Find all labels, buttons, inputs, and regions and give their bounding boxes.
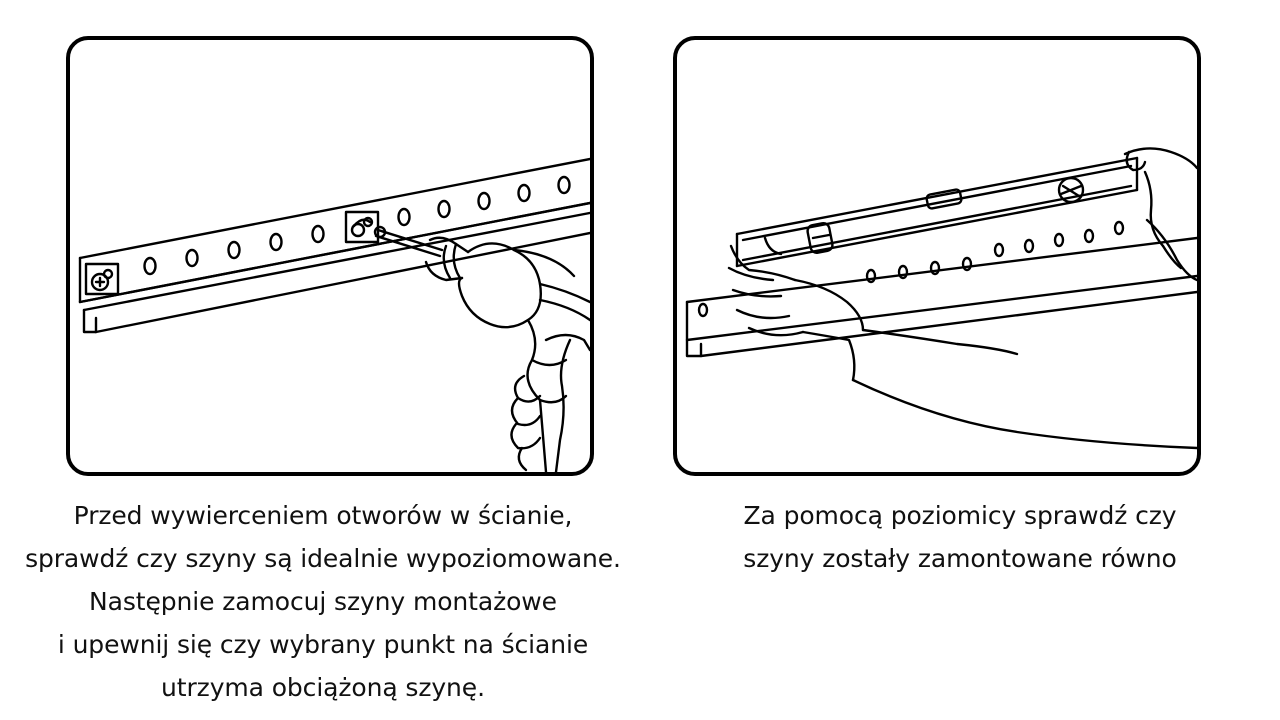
- caption-line: utrzyma obciążoną szynę.: [161, 673, 485, 702]
- caption-line: i upewnij się czy wybrany punkt na ścian…: [57, 630, 589, 659]
- mounting-rail: [78, 157, 590, 334]
- screw-slot-left: [84, 262, 120, 296]
- right-hand: [1123, 147, 1197, 282]
- rail-holes: [143, 175, 571, 276]
- caption-line: szyny zostały zamontowane równo: [743, 544, 1177, 573]
- caption-drilling-instructions: Przed wywierceniem otworów w ścianie, sp…: [0, 494, 646, 709]
- drill-bit: [373, 225, 444, 258]
- drill-icon: [78, 157, 590, 472]
- caption-line: Następnie zamocuj szyny montażowe: [89, 587, 557, 616]
- level-vial-left: [806, 221, 834, 255]
- level-vial-right: [1057, 176, 1085, 204]
- screw-slot-right: [344, 210, 380, 244]
- caption-level-instructions: Za pomocą poziomicy sprawdź czy szyny zo…: [640, 494, 1280, 580]
- rail-holes: [697, 220, 1125, 318]
- drill-body: [424, 236, 590, 472]
- caption-line: Przed wywierceniem otworów w ścianie,: [73, 501, 573, 530]
- caption-line: sprawdź czy szyny są idealnie wypoziomow…: [25, 544, 621, 573]
- spirit-level: [735, 156, 1139, 268]
- spirit-level-icon: [685, 147, 1197, 450]
- drill-illustration-panel: [66, 36, 594, 476]
- caption-line: Za pomocą poziomicy sprawdź czy: [743, 501, 1177, 530]
- left-hand: [727, 236, 1197, 450]
- level-illustration-panel: [673, 36, 1201, 476]
- level-vial-center: [925, 188, 963, 210]
- mounting-rail: [685, 220, 1197, 358]
